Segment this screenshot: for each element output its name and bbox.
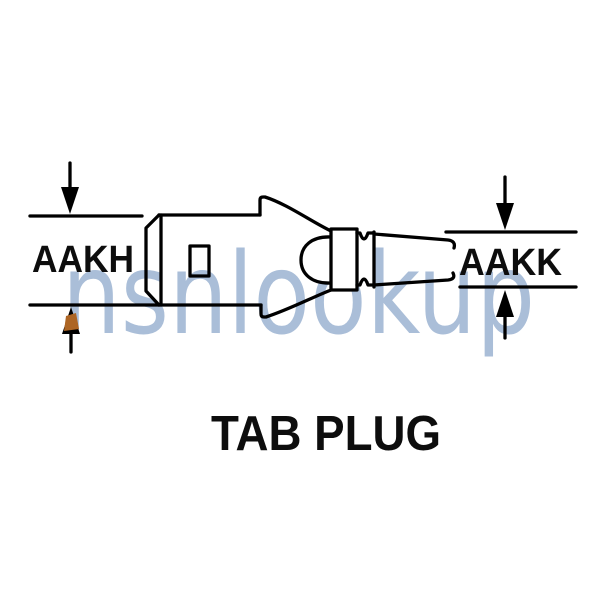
collar-band: [329, 227, 359, 292]
diagram-title: TAB PLUG: [211, 407, 441, 461]
neck-bottom-edge: [355, 277, 376, 287]
flange-funnel-bottom: [259, 288, 333, 319]
dimension-label-right: AAKK: [459, 242, 563, 284]
line-art-group: [28, 161, 578, 354]
down-arrow-icon-left: [61, 187, 79, 214]
wedge-end-outline: [144, 213, 161, 307]
dimension-label-left: AAKH: [32, 239, 134, 281]
arrow-accent-patch: [64, 313, 79, 331]
up-arrow-icon-right: [496, 290, 514, 317]
tab-top-edge: [372, 232, 457, 250]
neck-top-edge: [355, 231, 376, 241]
tab-bottom-edge: [372, 271, 456, 287]
watermark-text: nsnlookup: [62, 230, 535, 360]
shoulder-bulge: [299, 235, 333, 285]
down-arrow-icon-right: [496, 203, 514, 230]
body-inspection-hole: [188, 244, 211, 278]
flange-funnel-top: [258, 195, 333, 233]
